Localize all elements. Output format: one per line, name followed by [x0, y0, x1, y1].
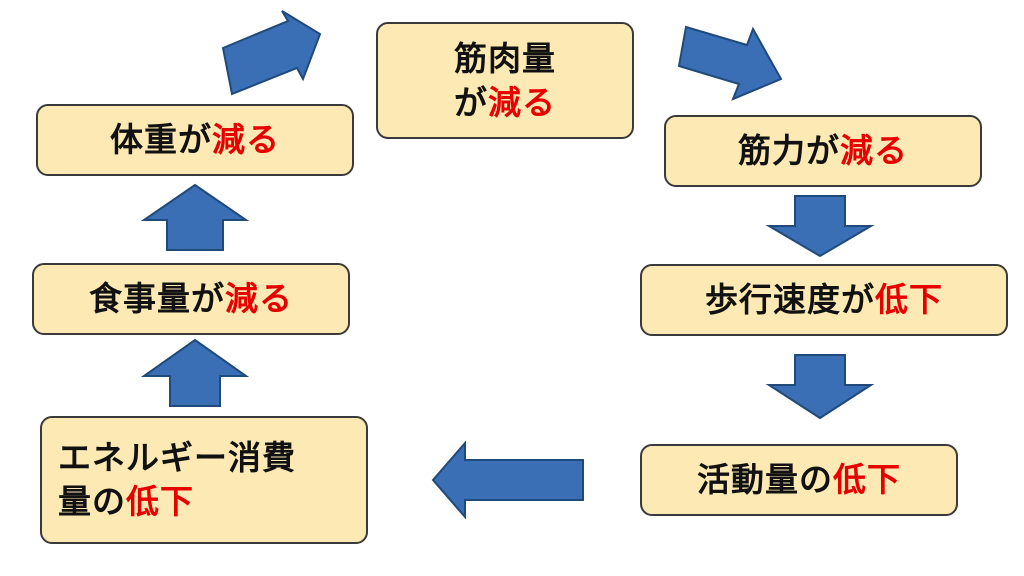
node-energy-prefix: 量の — [58, 482, 126, 521]
arrow-walking-to-activity — [765, 354, 875, 420]
node-muscle-mass-line1: 筋肉量 — [454, 38, 556, 78]
arrow-strength-to-walking — [765, 195, 875, 258]
node-activity-highlight: 低下 — [833, 460, 901, 500]
node-energy-line2: 量の低下 — [58, 480, 296, 524]
node-muscle-mass-line2: が減る — [454, 81, 556, 125]
node-body-weight: 体重が減る — [36, 104, 354, 176]
node-food-intake-highlight: 減る — [225, 279, 293, 319]
node-muscle-mass-prefix: が — [454, 82, 488, 122]
node-energy-expenditure: エネルギー消費 量の低下 — [40, 416, 368, 544]
node-walking-speed-highlight: 低下 — [875, 280, 943, 320]
node-activity-prefix: 活動量の — [697, 460, 833, 500]
arrow-weight-to-muscle — [221, 10, 322, 96]
arrow-food-to-weight — [140, 183, 250, 251]
arrow-muscle-to-strength — [677, 25, 783, 101]
arrow-energy-to-food — [140, 338, 250, 407]
node-walking-speed-prefix: 歩行速度が — [705, 280, 875, 320]
node-energy-highlight: 低下 — [126, 482, 194, 521]
node-muscle-mass-highlight: 減る — [488, 82, 556, 122]
node-muscle-strength: 筋力が減る — [664, 115, 982, 187]
node-energy-line1: エネルギー消費 — [58, 438, 296, 478]
node-body-weight-highlight: 減る — [212, 120, 280, 160]
node-food-intake: 食事量が減る — [32, 263, 350, 335]
node-walking-speed: 歩行速度が低下 — [640, 264, 1008, 336]
node-muscle-strength-prefix: 筋力が — [738, 131, 840, 171]
node-activity: 活動量の低下 — [640, 444, 958, 516]
node-muscle-mass: 筋肉量 が減る — [376, 22, 634, 139]
arrow-activity-to-energy — [431, 440, 584, 520]
node-food-intake-prefix: 食事量が — [89, 279, 225, 319]
node-muscle-strength-highlight: 減る — [840, 131, 908, 171]
node-body-weight-prefix: 体重が — [110, 120, 212, 160]
